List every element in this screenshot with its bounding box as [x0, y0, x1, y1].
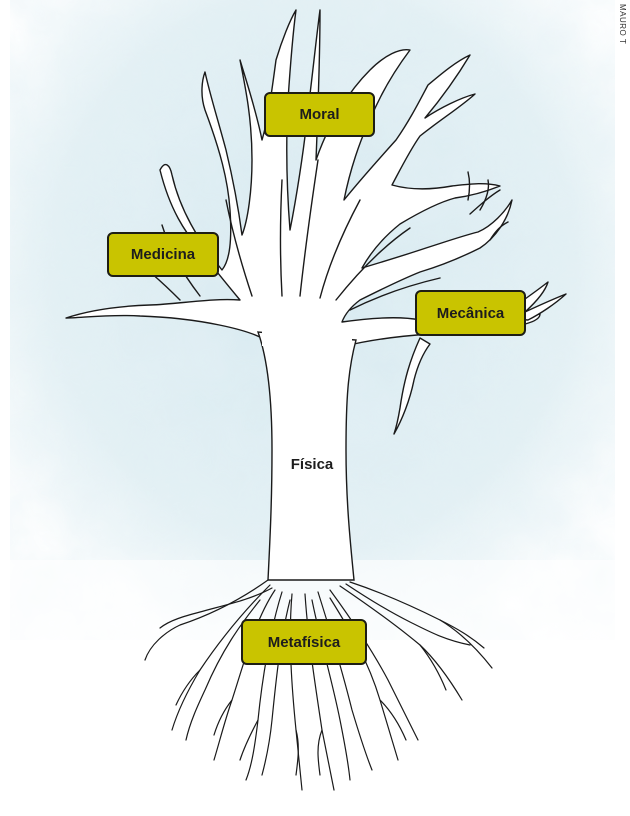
branch-label-medicina: Medicina	[107, 232, 219, 277]
illustrator-credit: MAURO T	[618, 4, 627, 44]
branch-label-moral: Moral	[264, 92, 375, 137]
branch-label-mecanica: Mecânica	[415, 290, 526, 336]
trunk-label: Física	[262, 456, 362, 473]
roots-label: Metafísica	[241, 619, 367, 665]
